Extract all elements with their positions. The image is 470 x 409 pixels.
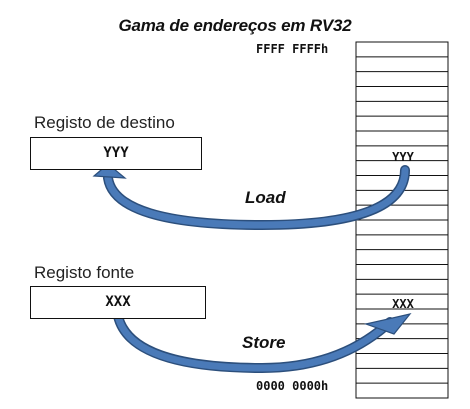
dest-register-label: Registo de destino (34, 113, 175, 132)
dest-register-value: YYY (103, 145, 129, 161)
bottom-address-label: 0000 0000h (256, 379, 329, 393)
memory-cell-load-value: YYY (392, 150, 414, 164)
memory-cell-store-value: XXX (392, 297, 414, 311)
load-arrow (92, 163, 410, 231)
top-address-label: FFFF FFFFh (256, 42, 329, 56)
src-register-label: Registo fonte (34, 263, 135, 282)
dest-register-box: YYY (30, 137, 202, 170)
store-label: Store (242, 333, 286, 352)
diagram-title: Gama de endereços em RV32 (118, 16, 352, 35)
src-register-box: XXX (30, 286, 206, 319)
src-register-value: XXX (105, 294, 131, 310)
memory-column (355, 41, 449, 399)
store-arrow (113, 311, 412, 374)
load-label: Load (245, 188, 286, 207)
